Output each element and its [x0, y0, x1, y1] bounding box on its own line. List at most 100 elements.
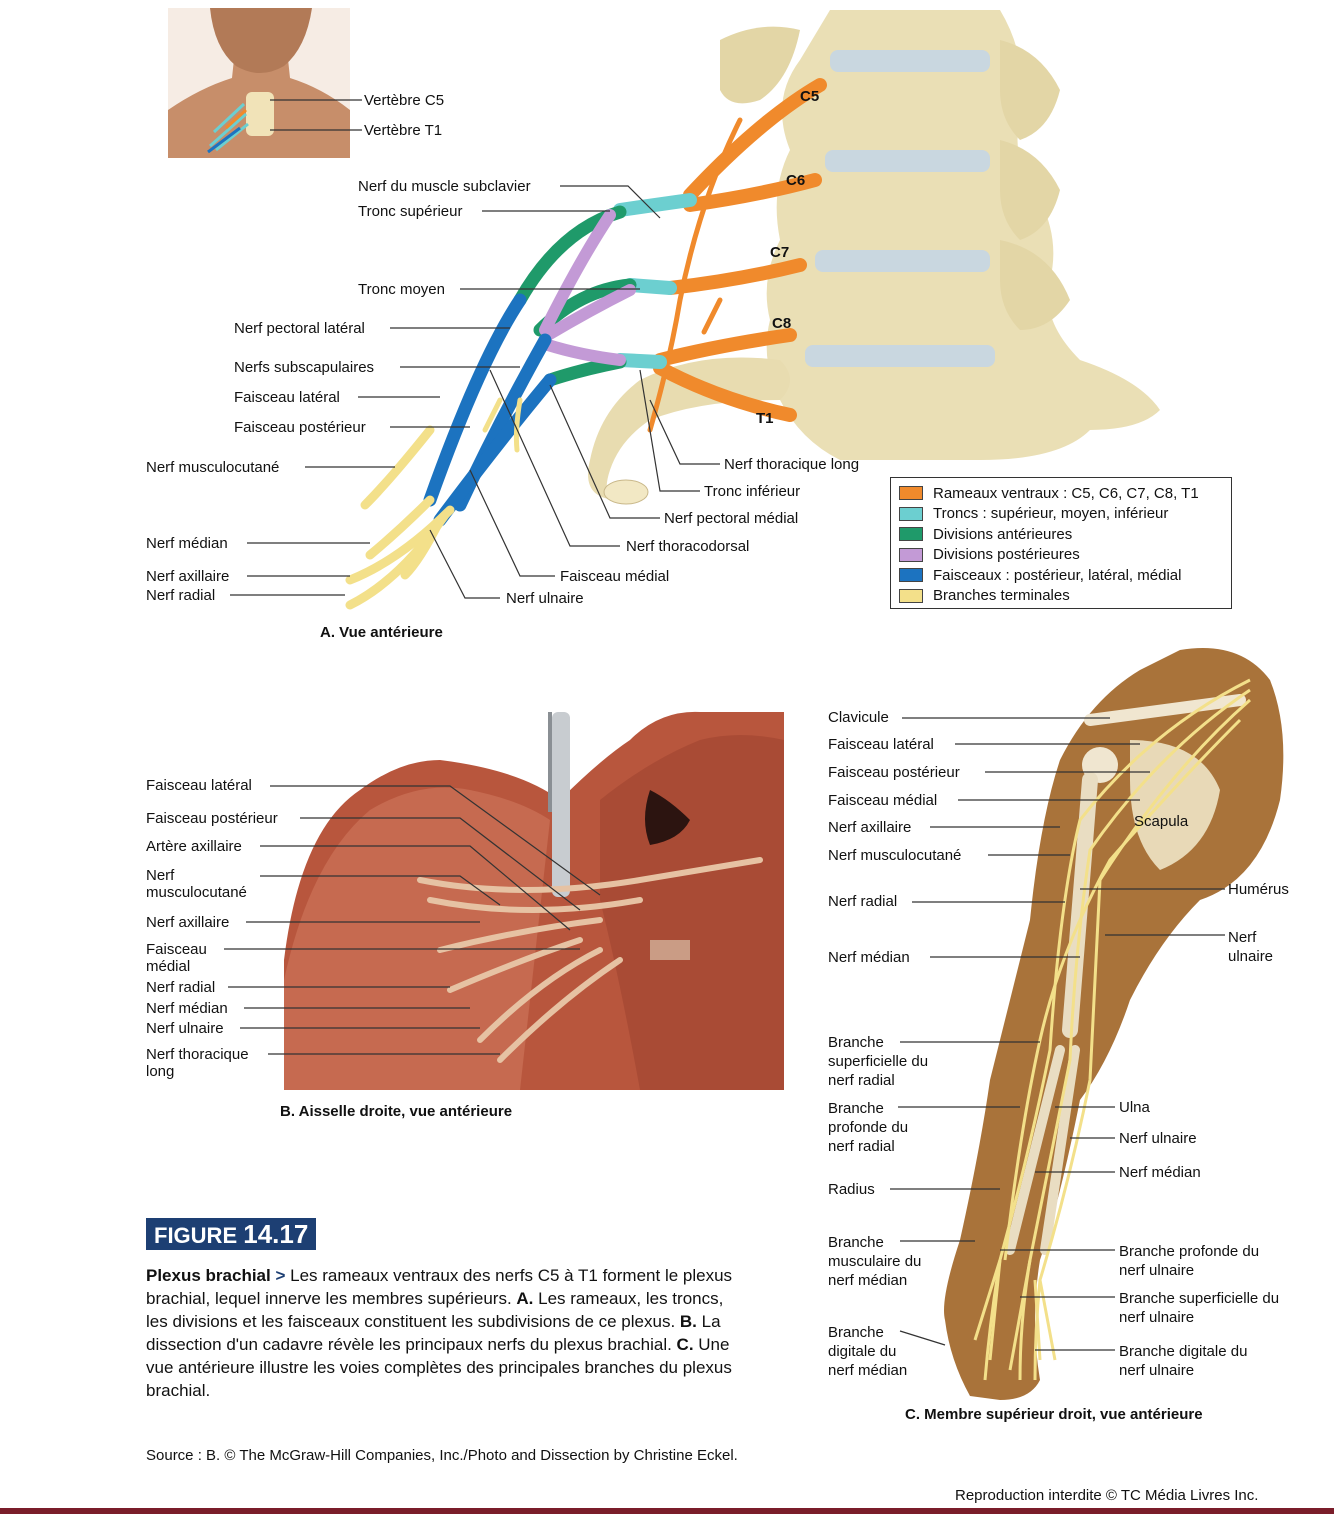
root-label-c5: C5: [800, 88, 820, 105]
label-c-axillary-nerve: Nerf axillaire: [828, 819, 912, 836]
legend-swatch: [899, 568, 923, 583]
label-c-medial-cord: Faisceau médial: [828, 792, 938, 809]
label-b-radial-nerve: Nerf radial: [146, 979, 216, 996]
caption-text-b: La dissection d'un cadavre révèle les pr…: [146, 1312, 721, 1354]
legend-item: Rameaux ventraux : C5, C6, C7, C8, T1: [899, 483, 1223, 504]
label-radial-nerve: Nerf radial: [146, 587, 216, 604]
label-median-nerve: Nerf médian: [146, 535, 228, 552]
label-long-thoracic-nerve: Nerf thoracique long: [724, 456, 860, 473]
legend-label: Divisions antérieures: [933, 525, 1073, 543]
label-c-ulna: Ulna: [1119, 1099, 1150, 1116]
legend-swatch: [899, 506, 923, 521]
caption-text-a: Les rameaux, les troncs, les divisions e…: [146, 1289, 724, 1331]
label-c-deep-ulnar-branch: Branche profonde du nerf ulnaire: [1119, 1243, 1260, 1279]
label-b-ulnar-nerve: Nerf ulnaire: [146, 1020, 224, 1037]
label-c-lateral-cord: Faisceau latéral: [828, 736, 934, 753]
label-medial-pectoral-nerve: Nerf pectoral médial: [664, 510, 799, 527]
label-posterior-cord: Faisceau postérieur: [234, 419, 366, 436]
figure-caption: Plexus brachial > Les rameaux ventraux d…: [146, 1264, 746, 1402]
label-b-axillary-artery: Artère axillaire: [146, 838, 242, 855]
label-c-superficial-radial-branch: Branche superficielle du nerf radial: [828, 1034, 929, 1089]
panel-a-leader-lines: [230, 185, 720, 599]
label-c-median-nerve-lower: Nerf médian: [1119, 1164, 1201, 1181]
panel-a-caption: A. Vue antérieure: [320, 624, 443, 641]
panel-c-leader-lines: [890, 717, 1225, 1351]
label-c-superficial-ulnar-branch: Branche superficielle du nerf ulnaire: [1119, 1290, 1280, 1326]
label-c-ulnar-nerve-upper: Nerf ulnaire: [1228, 929, 1274, 965]
root-label-t1: T1: [756, 410, 774, 427]
label-medial-cord: Faisceau médial: [560, 568, 670, 585]
label-inferior-trunk: Tronc inférieur: [704, 483, 801, 500]
bottom-rule: [0, 1508, 1334, 1514]
label-b-axillary-nerve: Nerf axillaire: [146, 914, 230, 931]
brachial-plexus-nerves: [345, 78, 827, 610]
root-label-c6: C6: [786, 172, 806, 189]
label-superior-trunk: Tronc supérieur: [358, 203, 463, 220]
label-lateral-pectoral-nerve: Nerf pectoral latéral: [234, 320, 365, 337]
label-middle-trunk: Tronc moyen: [358, 281, 445, 298]
label-b-median-nerve: Nerf médian: [146, 1000, 228, 1017]
label-b-posterior-cord: Faisceau postérieur: [146, 810, 278, 827]
root-label-c8: C8: [772, 315, 792, 332]
upper-limb-illustration: [944, 648, 1284, 1400]
label-vertebra-t1: Vertèbre T1: [364, 122, 443, 139]
label-subclavius-nerve: Nerf du muscle subclavier: [358, 178, 531, 195]
color-legend: Rameaux ventraux : C5, C6, C7, C8, T1 Tr…: [890, 477, 1232, 609]
caption-arrow: >: [275, 1266, 286, 1285]
label-c-median-nerve: Nerf médian: [828, 949, 910, 966]
caption-a-marker: A.: [516, 1289, 534, 1308]
figure-badge: FIGURE 14.17: [146, 1218, 317, 1250]
caption-text-c: Une vue antérieure illustre les voies co…: [146, 1335, 732, 1400]
legend-swatch: [899, 527, 923, 542]
legend-item: Branches terminales: [899, 586, 1223, 607]
label-c-clavicle: Clavicule: [828, 709, 889, 726]
reproduction-notice: Reproduction interdite © TC Média Livres…: [955, 1487, 1259, 1504]
legend-label: Troncs : supérieur, moyen, inférieur: [933, 505, 1169, 523]
label-c-median-muscular-branch: Branche musculaire du nerf médian: [828, 1234, 922, 1289]
label-b-lateral-cord: Faisceau latéral: [146, 777, 252, 794]
legend-label: Divisions postérieures: [933, 546, 1080, 564]
label-c-posterior-cord: Faisceau postérieur: [828, 764, 960, 781]
label-ulnar-nerve: Nerf ulnaire: [506, 590, 584, 607]
label-b-musculocutaneous-nerve: Nerf musculocutané: [146, 867, 247, 901]
label-c-ulnar-nerve-lower: Nerf ulnaire: [1119, 1130, 1197, 1147]
label-vertebra-c5: Vertèbre C5: [364, 92, 445, 109]
root-label-c7: C7: [770, 244, 790, 261]
legend-item: Divisions antérieures: [899, 524, 1223, 545]
figure-badge-word: FIGURE: [154, 1223, 238, 1248]
panel-b-caption: B. Aisselle droite, vue antérieure: [280, 1103, 513, 1120]
label-subscapular-nerves: Nerfs subscapulaires: [234, 359, 375, 376]
inset-leader-lines: [270, 99, 362, 131]
legend-label: Branches terminales: [933, 587, 1070, 605]
legend-item: Faisceaux : postérieur, latéral, médial: [899, 565, 1223, 586]
legend-swatch: [899, 547, 923, 562]
label-c-ulnar-digital-branch: Branche digitale du nerf ulnaire: [1119, 1343, 1248, 1379]
panel-c-caption: C. Membre supérieur droit, vue antérieur…: [905, 1406, 1203, 1423]
label-c-radial-nerve: Nerf radial: [828, 893, 898, 910]
label-b-long-thoracic-nerve: Nerf thoracique long: [146, 1046, 249, 1080]
legend-item: Divisions postérieures: [899, 545, 1223, 566]
caption-c-marker: C.: [676, 1335, 694, 1354]
caption-text-1: Les rameaux ventraux des nerfs C5 à T1 f…: [146, 1266, 733, 1308]
label-lateral-cord: Faisceau latéral: [234, 389, 340, 406]
legend-label: Faisceaux : postérieur, latéral, médial: [933, 566, 1182, 584]
source-credit: Source : B. © The McGraw-Hill Companies,…: [146, 1447, 738, 1464]
label-c-radius: Radius: [828, 1181, 875, 1198]
label-thoracodorsal-nerve: Nerf thoracodorsal: [626, 538, 750, 555]
panel-b-leader-lines: [224, 785, 601, 1055]
label-c-median-digital-branch: Branche digitale du nerf médian: [828, 1324, 908, 1379]
caption-b-marker: B.: [679, 1312, 697, 1331]
label-c-humerus: Humérus: [1228, 881, 1289, 898]
axilla-dissection-photo: [284, 711, 784, 1090]
legend-swatch: [899, 486, 923, 501]
label-b-medial-cord: Faisceau médial: [146, 941, 207, 975]
label-c-musculocutaneous-nerve: Nerf musculocutané: [828, 847, 962, 864]
label-c-deep-radial-branch: Branche profonde du nerf radial: [828, 1100, 909, 1155]
legend-label: Rameaux ventraux : C5, C6, C7, C8, T1: [933, 484, 1199, 502]
figure-badge-number: 14.17: [243, 1219, 309, 1249]
label-musculocutaneous-nerve: Nerf musculocutané: [146, 459, 280, 476]
inset-neck-illustration: [168, 8, 350, 158]
label-axillary-nerve: Nerf axillaire: [146, 568, 230, 585]
label-c-scapula: Scapula: [1134, 813, 1189, 830]
